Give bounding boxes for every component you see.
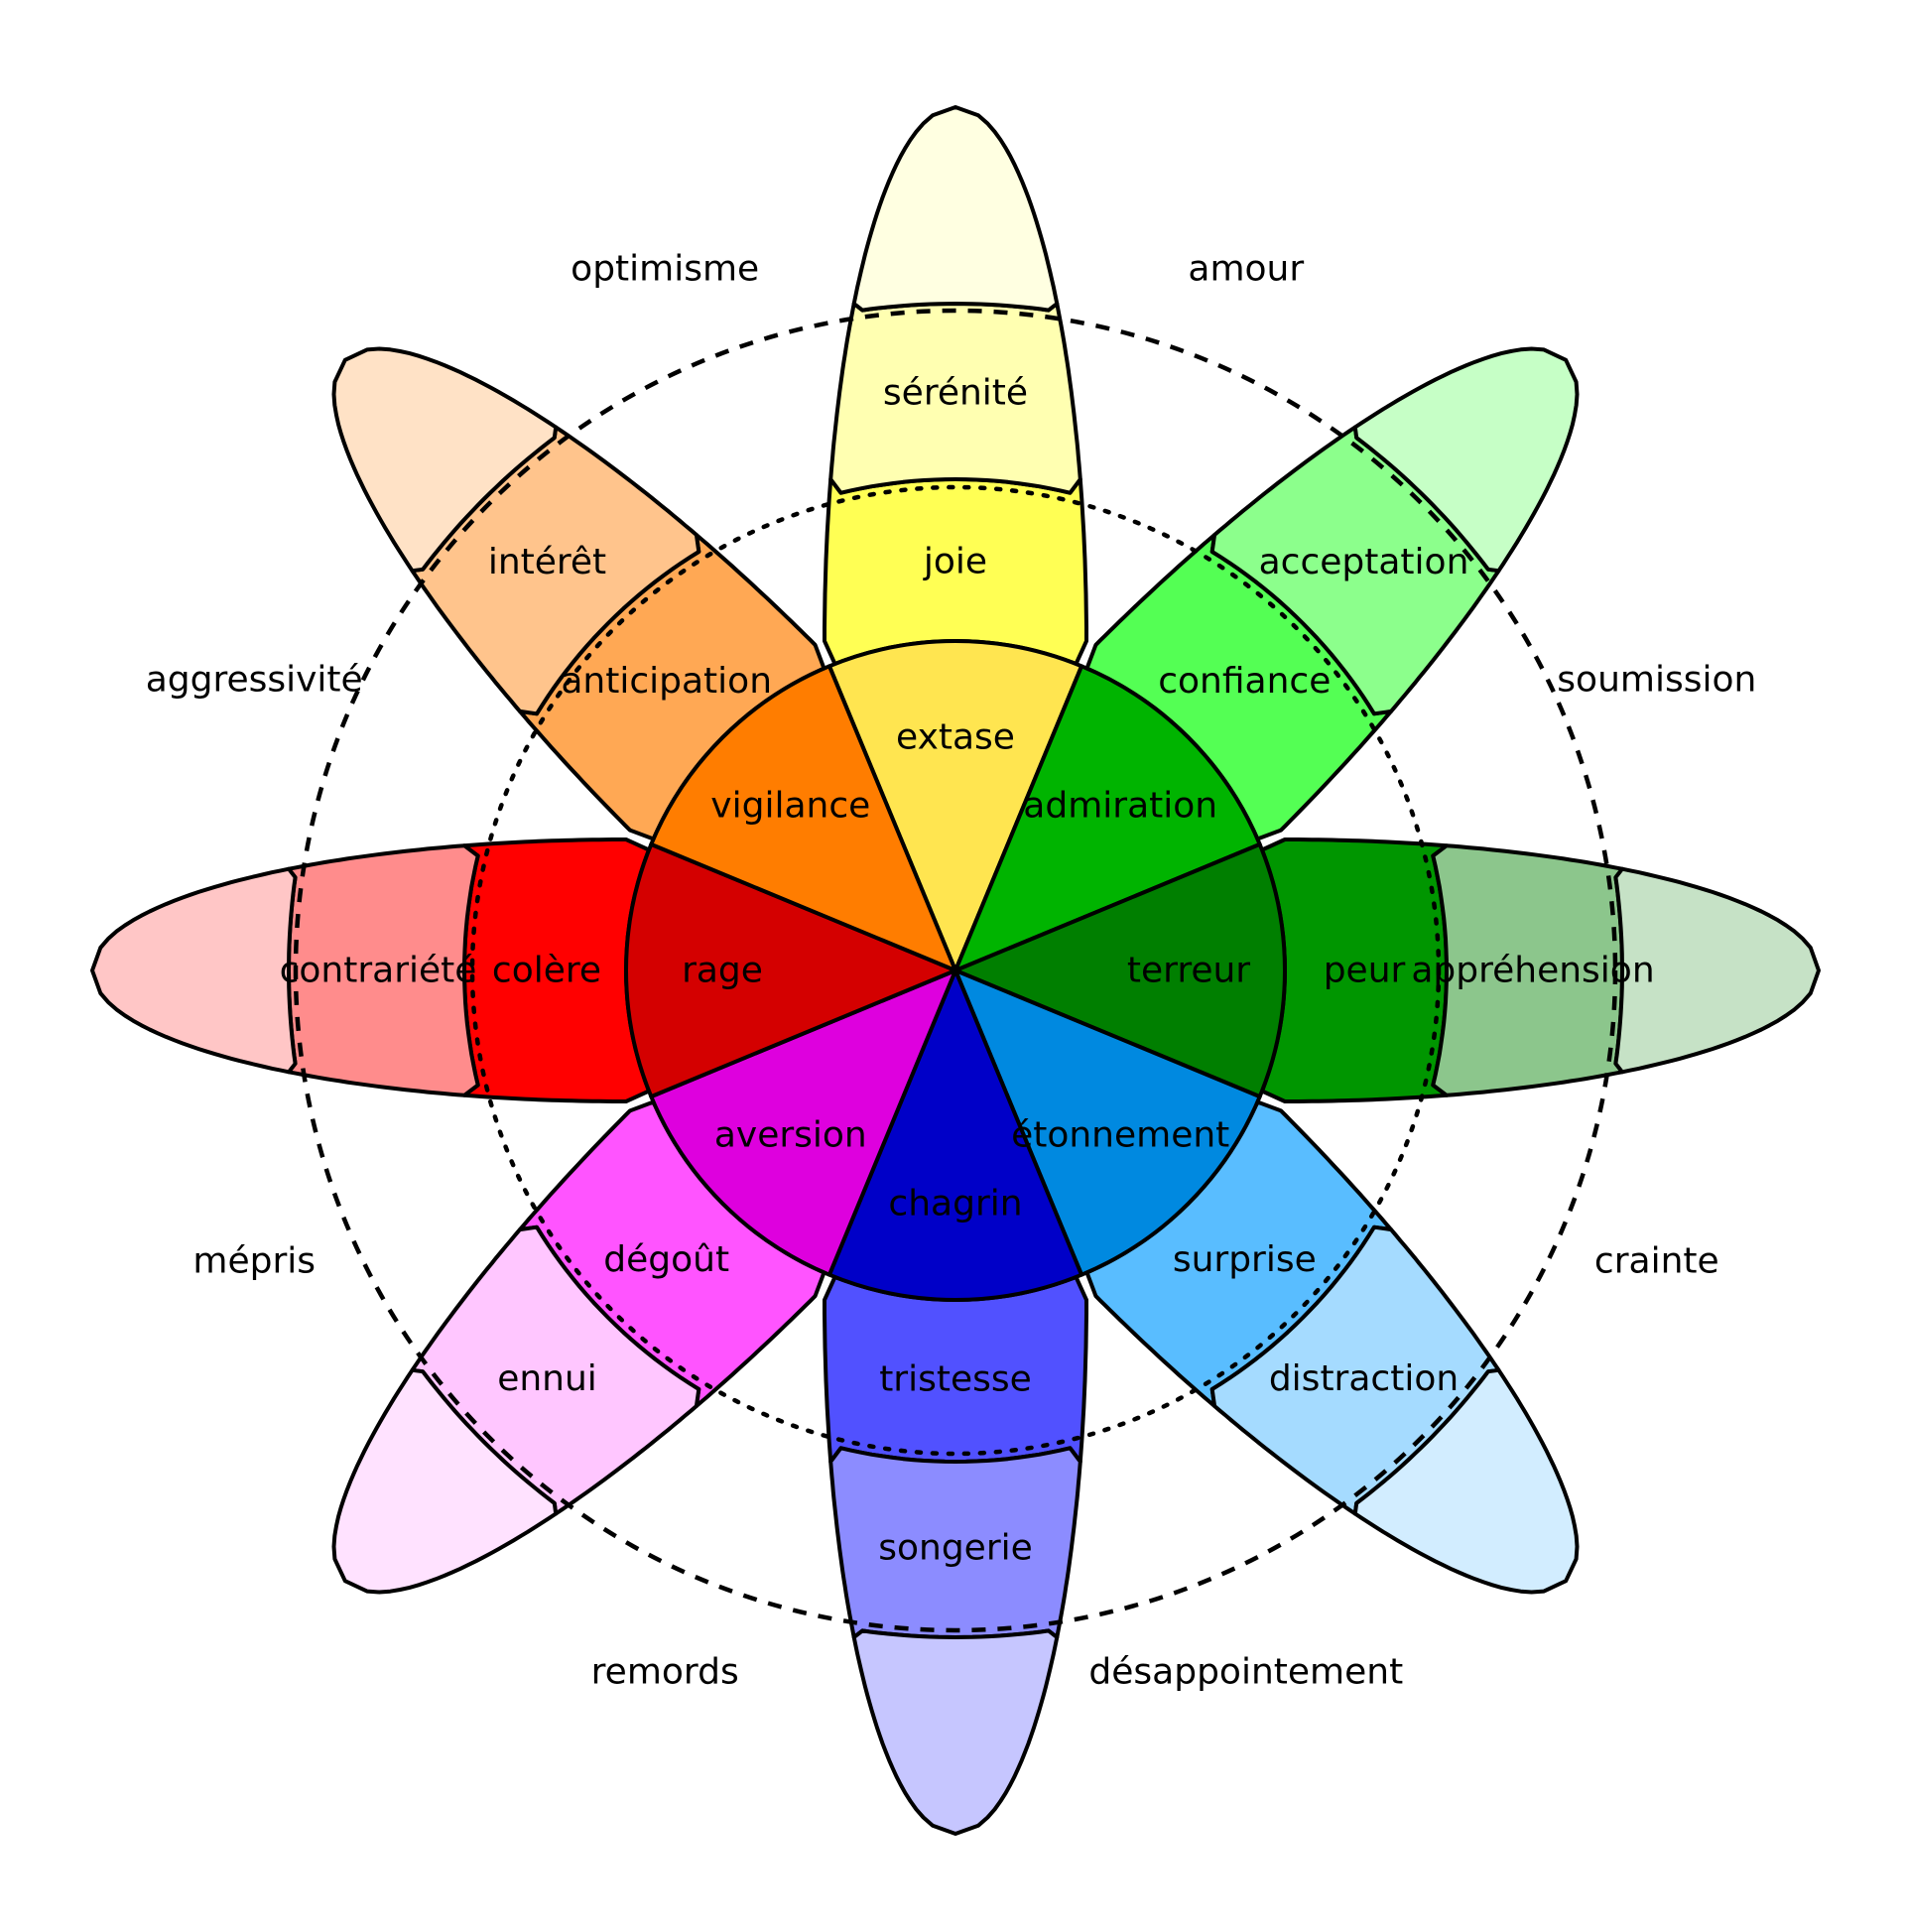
disgust-mild-label: ennui	[497, 1358, 597, 1399]
surprise-intense-label: étonnement	[1011, 1115, 1229, 1156]
disgust-core-slice	[649, 968, 957, 1277]
fear-basic-label: peur	[1324, 951, 1406, 991]
sadness-basic-label: tristesse	[879, 1359, 1032, 1400]
joy-petal-band-3	[851, 105, 1060, 313]
surprise-basic-label: surprise	[1173, 1239, 1317, 1280]
dyad-label: aggressivité	[146, 660, 363, 701]
anger-mild-label: contrariété	[280, 951, 477, 991]
anger-basic-label: colère	[492, 951, 601, 991]
anger-core-slice	[624, 841, 957, 1099]
trust-petal-band-3	[1352, 346, 1580, 574]
anticipation-core-slice	[649, 664, 957, 972]
trust-intense-label: admiration	[1023, 785, 1217, 826]
trust-core-slice	[953, 664, 1262, 972]
fear-intense-label: terreur	[1127, 951, 1250, 991]
anticipation-basic-label: anticipation	[561, 661, 772, 702]
surprise-petal-band-3	[1352, 1367, 1580, 1595]
fear-core-slice	[953, 841, 1287, 1099]
anger-intense-label: rage	[682, 951, 763, 991]
sadness-core-slice	[826, 968, 1084, 1302]
dyad-label: optimisme	[571, 249, 759, 290]
trust-basic-label: confiance	[1158, 661, 1331, 702]
dyad-label: crainte	[1594, 1240, 1719, 1281]
dyad-label: désappointement	[1088, 1651, 1403, 1692]
intense-emotion-core	[624, 639, 1287, 1302]
dyad-label: remords	[591, 1651, 739, 1692]
dyad-label: amour	[1188, 249, 1304, 290]
joy-intense-label: extase	[896, 717, 1015, 758]
disgust-petal-band-3	[331, 1367, 559, 1595]
dyad-labels: amour soumission crainte désappointement rem…	[146, 249, 1757, 1693]
inner-dotted-ring	[469, 484, 1442, 1457]
anticipation-intense-label: vigilance	[710, 785, 870, 826]
surprise-core-slice	[953, 968, 1262, 1277]
surprise-mild-label: distraction	[1269, 1358, 1459, 1399]
fear-petal-band-3	[1613, 866, 1821, 1075]
dyad-label: mépris	[192, 1240, 316, 1281]
disgust-basic-label: dégoût	[603, 1239, 729, 1280]
trust-mild-label: acceptation	[1259, 542, 1469, 582]
emotion-labels: extase joie sérénité admiration confiance acc…	[280, 373, 1655, 1569]
sadness-intense-label: chagrin	[888, 1184, 1022, 1224]
emotion-petals	[90, 105, 1821, 1836]
fear-mild-label: appréhension	[1411, 951, 1654, 991]
joy-basic-label: joie	[923, 542, 987, 582]
joy-mild-label: sérénité	[883, 373, 1028, 414]
sadness-petal-band-3	[851, 1628, 1060, 1836]
sadness-mild-label: songerie	[878, 1528, 1033, 1569]
anticipation-mild-label: intérêt	[488, 542, 606, 582]
dyad-label: soumission	[1557, 660, 1756, 701]
joy-core-slice	[826, 639, 1084, 972]
disgust-intense-label: aversion	[714, 1115, 867, 1156]
anticipation-petal-band-3	[331, 346, 559, 574]
outer-dashed-ring	[293, 308, 1618, 1633]
anger-petal-band-3	[90, 866, 298, 1075]
